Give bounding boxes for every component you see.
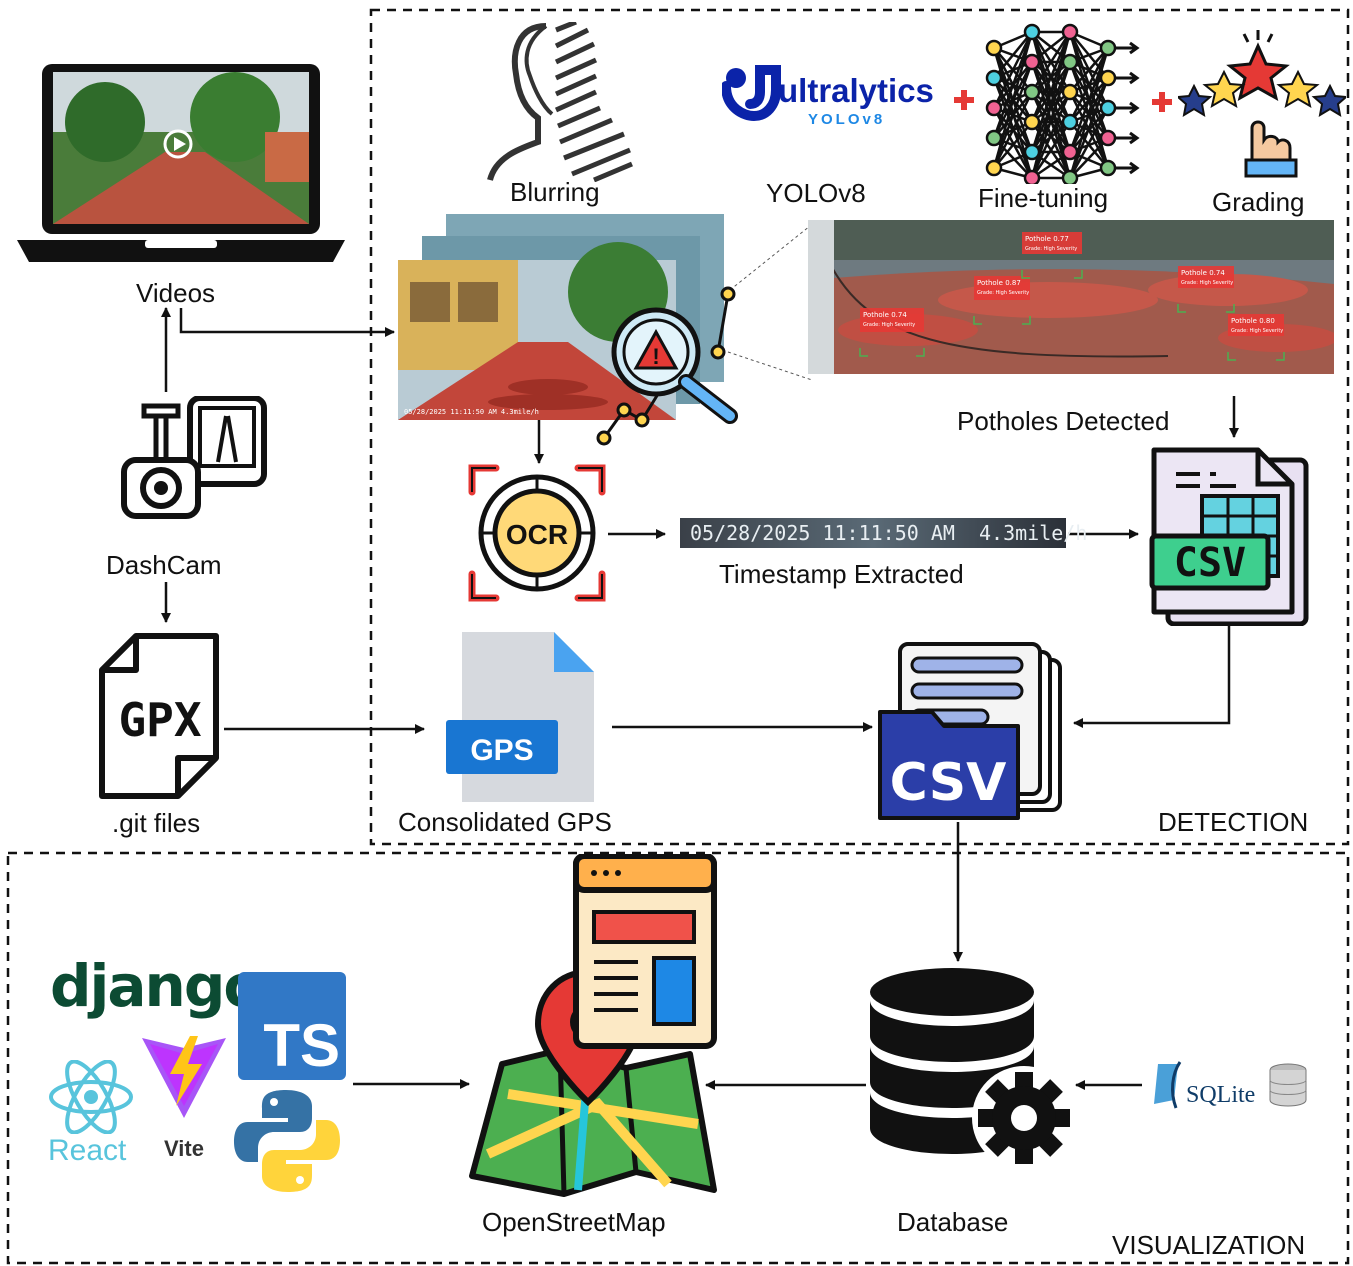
react-icon (46, 1059, 136, 1135)
nn-node (1023, 113, 1041, 131)
nn-node (1099, 39, 1117, 57)
vite-label: Vite (164, 1136, 204, 1161)
nn-node (1061, 143, 1079, 161)
yolov8-label: YOLOv8 (766, 178, 866, 208)
nn-node (985, 129, 1003, 147)
nn-node (1099, 99, 1117, 117)
neural-network-icon (980, 18, 1142, 187)
gps-badge-text: GPS (470, 734, 533, 767)
ocr-badge-text: OCR (506, 519, 568, 550)
nn-node (985, 69, 1003, 87)
fine-tuning-label: Fine-tuning (978, 183, 1109, 213)
gpx-badge-text: GPX (118, 693, 201, 747)
csv-merged-text: CSV (890, 753, 1007, 813)
django-logo: django (50, 952, 263, 1020)
dashcam-label: DashCam (106, 550, 222, 580)
python-icon (232, 1088, 342, 1194)
openstreetmap-label: OpenStreetMap (482, 1207, 666, 1237)
detection-grade: Grade: High Severity (977, 290, 1029, 296)
nn-node (1061, 113, 1079, 131)
dashcam-icon (108, 395, 270, 520)
nn-node (1023, 143, 1041, 161)
detection-grade: Grade: High Severity (863, 322, 915, 328)
ultralytics-logo: ultralytics YOLOv8 (721, 64, 950, 130)
detection-tag: Pothole 0.77 (1025, 235, 1069, 243)
detection-grade: Grade: High Severity (1025, 246, 1077, 252)
nn-node (1023, 53, 1041, 71)
visualization-section-title: VISUALIZATION (1112, 1230, 1306, 1260)
detection-section-title: DETECTION (1158, 807, 1309, 837)
csv-folder-icon: CSV (878, 642, 1068, 822)
nn-node (1023, 83, 1041, 101)
nn-node (1061, 53, 1079, 71)
nn-node (985, 159, 1003, 177)
vite-icon (140, 1034, 228, 1120)
arrow-videos-frames (179, 308, 395, 337)
blurring-label: Blurring (510, 177, 600, 207)
arrow-csv-merged (1073, 612, 1231, 728)
timestamp-extracted-label: Timestamp Extracted (719, 559, 964, 589)
nn-node (985, 99, 1003, 117)
git-files-label: .git files (112, 808, 201, 838)
gps-file-icon: GPS (444, 630, 596, 804)
typescript-logo-text: TS (263, 1012, 340, 1079)
consolidated-gps-label: Consolidated GPS (398, 807, 612, 837)
detection-tag: Pothole 0.80 (1231, 317, 1275, 325)
nn-node (1099, 159, 1117, 177)
ultralytics-sub: YOLOv8 (808, 111, 885, 128)
ocr-icon: OCR (466, 462, 608, 604)
nn-node (1099, 69, 1117, 87)
csv-detected-text: CSV (1174, 540, 1246, 586)
nn-node (1099, 129, 1117, 147)
sqlite-wordmark: SQLite (1186, 1082, 1255, 1108)
svg-text:!: ! (652, 344, 659, 369)
detection-grade: Grade: High Severity (1181, 280, 1233, 286)
frame-overlay-text: 05/28/2025 11:11:50 AM 4.3mile/h (404, 408, 539, 416)
plus-icon (952, 88, 976, 117)
database-label: Database (897, 1207, 1009, 1237)
plus-icon (1150, 90, 1174, 119)
sqlite-logo: SQLite (1150, 1060, 1310, 1110)
potholes-detected-label: Potholes Detected (957, 406, 1170, 436)
visualization-frame (6, 851, 1350, 1265)
csv-spreadsheet-icon: CSV (1140, 440, 1310, 627)
detection-tag: Pothole 0.87 (977, 279, 1021, 287)
grading-stars-icon (1175, 28, 1349, 178)
typescript-logo: TS (238, 972, 346, 1080)
detection-frame (369, 8, 1350, 846)
nn-node (1061, 23, 1079, 41)
timestamp-text: 05/28/2025 11:11:50 AM 4.3mile/h (690, 521, 1088, 545)
nn-node (1061, 83, 1079, 101)
timestamp-bar: 05/28/2025 11:11:50 AM 4.3mile/h (680, 518, 1088, 548)
magnifier-icon: ! (594, 282, 760, 448)
detection-grade: Grade: High Severity (1231, 328, 1283, 334)
blurring-icon (484, 19, 634, 183)
detection-tag: Pothole 0.74 (863, 311, 907, 319)
nn-node (1023, 23, 1041, 41)
grading-label: Grading (1212, 187, 1305, 217)
nn-node (985, 39, 1003, 57)
laptop-icon (15, 62, 347, 272)
ultralytics-wordmark: ultralytics (778, 72, 934, 109)
openstreetmap-icon (468, 853, 718, 1200)
gpx-file-icon: GPX (98, 632, 222, 800)
react-label: React (48, 1134, 127, 1167)
videos-label: Videos (136, 278, 216, 308)
detection-tag: Pothole 0.74 (1181, 269, 1225, 277)
database-icon (868, 966, 1078, 1170)
